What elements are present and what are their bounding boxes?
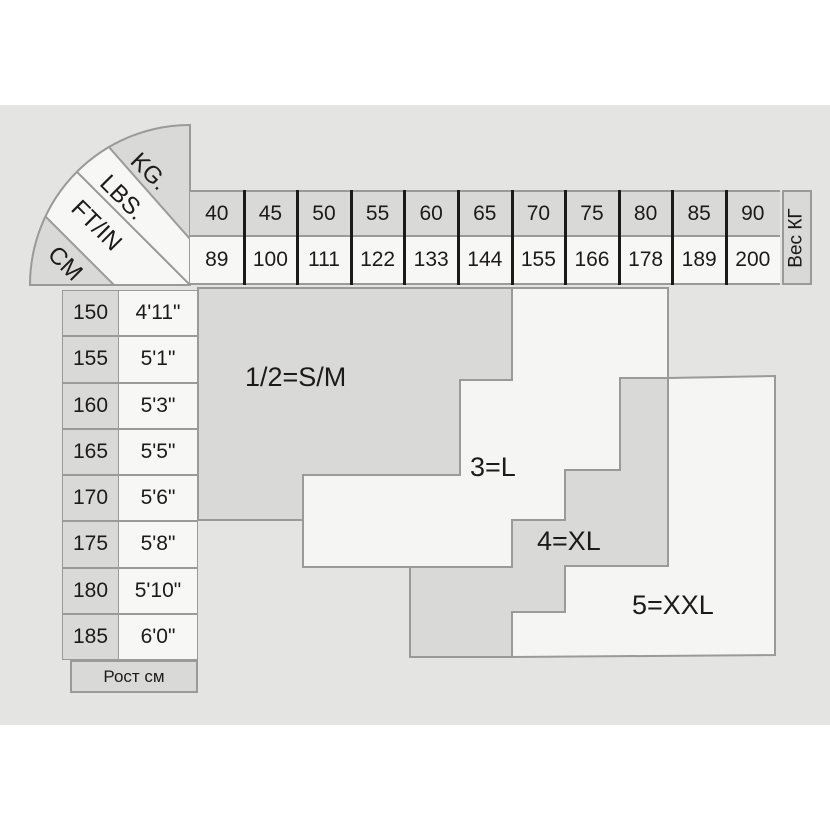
weight-kg-cell: 65 <box>458 190 512 237</box>
height-cm-cell: 160 <box>62 382 119 429</box>
weight-lbs-cell: 122 <box>350 237 405 285</box>
weight-kg-cell: 75 <box>565 190 619 237</box>
size-label-xxl: 5=XXL <box>632 590 714 620</box>
height-cm-cell: 150 <box>62 290 119 337</box>
weight-lbs-cell: 133 <box>404 237 458 285</box>
height-ftin-cell: 5'1" <box>118 336 198 383</box>
weight-kg-cell: 55 <box>350 190 405 237</box>
column-divider <box>510 190 514 285</box>
weight-kg-cell: 80 <box>618 190 673 237</box>
height-ftin-cell: 5'8" <box>118 521 198 568</box>
column-divider <box>564 190 568 285</box>
height-ftin-cell: 5'6" <box>118 475 198 522</box>
column-divider <box>296 190 300 285</box>
weight-kg-cell: 70 <box>511 190 566 237</box>
weight-lbs-cell: 200 <box>726 237 780 285</box>
size-label-l: 3=L <box>470 452 516 482</box>
weight-kg-cell: 50 <box>297 190 351 237</box>
column-divider <box>457 190 460 285</box>
weight-lbs-cell: 178 <box>618 237 673 285</box>
weight-lbs-cell: 166 <box>565 237 619 285</box>
height-caption: Рост см <box>70 660 198 693</box>
weight-lbs-cell: 189 <box>672 237 726 285</box>
height-cm-cell: 185 <box>62 613 119 660</box>
column-divider <box>349 190 353 285</box>
weight-caption: Вес КГ <box>786 207 807 268</box>
weight-lbs-cell: 144 <box>458 237 512 285</box>
weight-kg-cell: 60 <box>404 190 458 237</box>
weight-lbs-cell: 155 <box>511 237 566 285</box>
height-ftin-cell: 6'0" <box>118 613 198 660</box>
weight-kg-cell: 45 <box>243 190 298 237</box>
weight-lbs-cell: 111 <box>297 237 351 285</box>
size-zones <box>197 287 776 659</box>
weight-kg-cell: 90 <box>726 190 780 237</box>
height-cm-cell: 180 <box>62 567 119 614</box>
height-cm-cell: 170 <box>62 475 119 522</box>
weight-lbs-cell: 100 <box>243 237 298 285</box>
height-cm-cell: 165 <box>62 428 119 475</box>
height-ftin-cell: 5'10" <box>118 567 198 614</box>
size-label-xl: 4=XL <box>537 526 601 556</box>
height-ftin-cell: 5'3" <box>118 382 198 429</box>
weight-kg-cell: 40 <box>190 190 244 237</box>
height-cm-cell: 155 <box>62 336 119 383</box>
column-divider <box>242 190 246 285</box>
lbs-band <box>30 125 190 285</box>
height-cm-cell: 175 <box>62 521 119 568</box>
zone-xxl <box>511 374 776 659</box>
weight-lbs-cell: 89 <box>190 237 244 285</box>
weight-kg-cell: 85 <box>672 190 726 237</box>
column-divider <box>617 190 621 285</box>
column-divider <box>725 190 728 285</box>
height-ftin-cell: 4'11" <box>118 290 198 337</box>
size-label-sm: 1/2=S/M <box>245 362 347 392</box>
height-ftin-cell: 5'5" <box>118 428 198 475</box>
column-divider <box>403 190 407 285</box>
ftin-band <box>30 125 190 285</box>
weight-caption-box: Вес КГ <box>782 190 812 285</box>
column-divider <box>671 190 675 285</box>
